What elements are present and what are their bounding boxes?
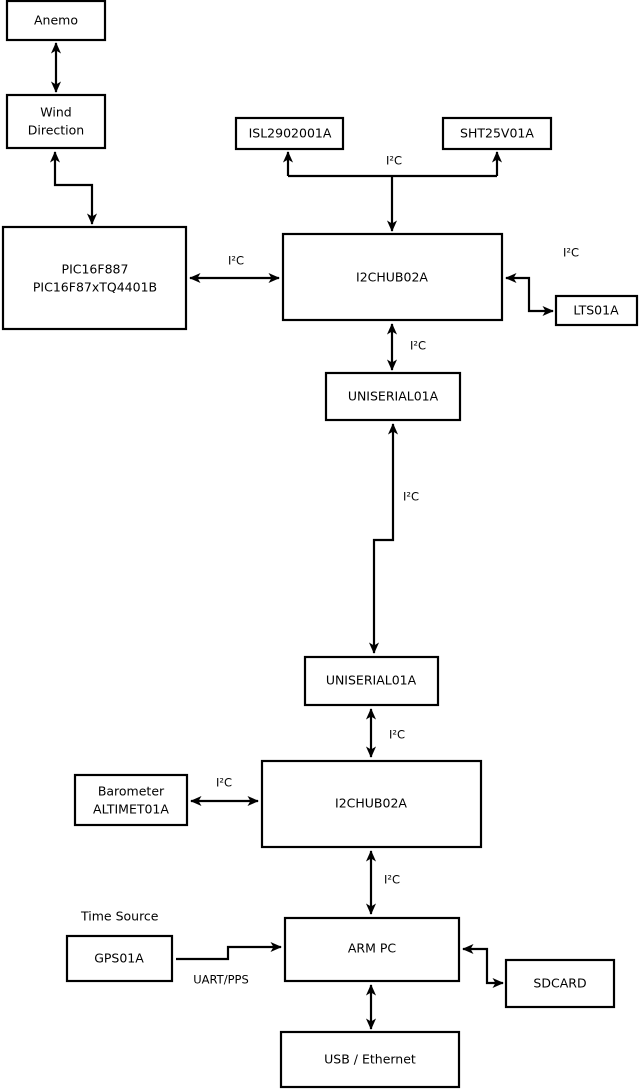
label-time-source: Time Source [80,909,159,924]
node-usb-ethernet-label: USB / Ethernet [324,1052,416,1067]
node-i2chub02a-bottom-label: I2CHUB02A [335,796,407,811]
connector-uniserial-uniserial [368,423,399,654]
node-barometer-box[interactable] [73,773,189,827]
node-isl2902001a-label: ISL2902001A [249,126,332,141]
edge-label-i2c-hub-uniserial: I²C [410,339,426,353]
node-i2chub02a-top-box[interactable] [281,232,504,322]
connector-armpc-sdcard [462,943,504,989]
node-pic-mcu-label-line1: PIC16F887 [62,262,129,277]
node-i2chub02a-bottom[interactable]: I2CHUB02A [260,759,483,849]
node-barometer[interactable]: Barometer ALTIMET01A [73,773,189,827]
node-isl2902001a[interactable]: ISL2902001A [234,116,345,151]
node-usb-ethernet-box[interactable] [279,1030,461,1089]
node-i2chub02a-top-label: I2CHUB02A [356,270,428,285]
node-sdcard[interactable]: SDCARD [504,958,616,1009]
node-pic-mcu-box[interactable] [1,225,188,331]
node-arm-pc[interactable]: ARM PC [283,916,461,983]
edge-label-i2c-fanout: I²C [386,154,402,168]
node-uniserial01a-lower[interactable]: UNISERIAL01A [303,655,440,707]
node-arm-pc-label: ARM PC [348,941,397,956]
node-sht25v01a-label: SHT25V01A [460,126,534,141]
node-wind-direction-label-line2: Direction [28,123,84,138]
node-sht25v01a[interactable]: SHT25V01A [441,116,553,151]
node-arm-pc-box[interactable] [283,916,461,983]
edge-label-i2c-lts: I²C [563,246,579,260]
node-anemo-label: Anemo [34,13,78,28]
connector-hub-lts [505,272,554,317]
node-gps01a[interactable]: GPS01A [65,934,174,983]
node-pic-mcu[interactable]: PIC16F887 PIC16F87xTQ4401B [1,225,188,331]
node-anemo-box[interactable] [5,0,107,42]
node-wind-direction-box[interactable] [5,93,107,150]
edge-label-i2c-pic-hub: I²C [228,254,244,268]
node-uniserial01a-lower-box[interactable] [303,655,440,707]
node-wind-direction[interactable]: Wind Direction [5,93,107,150]
node-uniserial01a-upper-box[interactable] [324,371,462,422]
node-lts01a-label: LTS01A [573,303,619,318]
connector-pic-wind [49,151,98,225]
node-uniserial01a-upper[interactable]: UNISERIAL01A [324,371,462,422]
edge-label-i2c-uniserial-uniserial: I²C [403,490,419,504]
edge-label-i2c-barometer: I²C [216,776,232,790]
node-usb-ethernet[interactable]: USB / Ethernet [279,1030,461,1089]
node-sdcard-box[interactable] [504,958,616,1009]
node-uniserial01a-upper-label: UNISERIAL01A [348,389,439,404]
node-pic-mcu-label-line2: PIC16F87xTQ4401B [33,280,157,295]
node-isl2902001a-box[interactable] [234,116,345,151]
node-sdcard-label: SDCARD [533,976,586,991]
node-gps01a-label: GPS01A [94,951,144,966]
node-lts01a[interactable]: LTS01A [554,294,639,327]
node-uniserial01a-lower-label: UNISERIAL01A [326,673,417,688]
node-gps01a-box[interactable] [65,934,174,983]
connector-gps-armpc [176,941,282,961]
edge-label-i2c-hub2-armpc: I²C [384,873,400,887]
node-anemo[interactable]: Anemo [5,0,107,42]
node-wind-direction-label-line1: Wind [40,105,71,120]
node-barometer-label-line1: Barometer [98,784,165,799]
node-sht25v01a-box[interactable] [441,116,553,151]
node-lts01a-box[interactable] [554,294,639,327]
edge-label-i2c-uniserial-hub2: I²C [389,728,405,742]
edge-label-uart-pps: UART/PPS [193,973,249,987]
node-i2chub02a-bottom-box[interactable] [260,759,483,849]
node-barometer-label-line2: ALTIMET01A [93,802,169,817]
node-i2chub02a-top[interactable]: I2CHUB02A [281,232,504,322]
